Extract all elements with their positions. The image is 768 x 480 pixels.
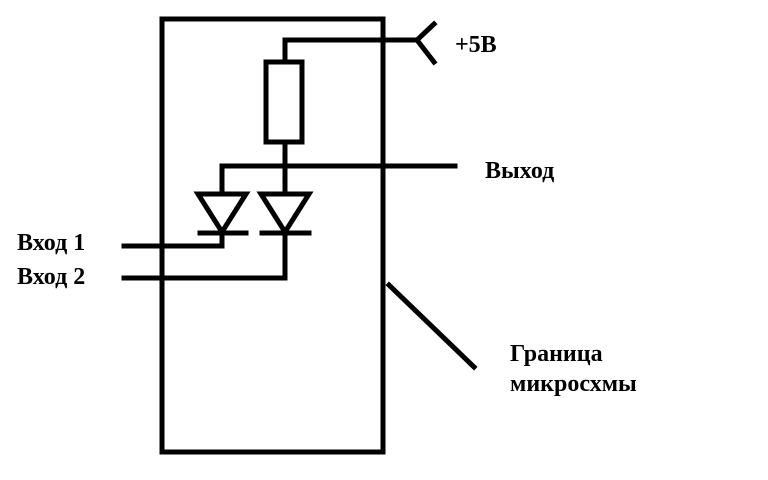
input-2-wire: [121, 230, 288, 281]
supply-label: +5В: [455, 32, 497, 58]
input-2-label: Вход 2: [17, 264, 85, 290]
input-1-label: Вход 1: [17, 230, 85, 256]
supply-wire: [282, 37, 420, 65]
boundary-label-line-2: микросхмы: [510, 371, 637, 397]
pull-up-resistor: [263, 59, 305, 145]
supply-terminal-arrow: [413, 20, 438, 66]
diode-1-triangle: [193, 191, 251, 237]
input-1-wire: [121, 230, 225, 249]
output-wire: [219, 163, 458, 197]
chip-boundary: [159, 16, 386, 455]
boundary-label-line-1: Граница: [510, 341, 603, 367]
boundary-pointer-line: [385, 281, 478, 371]
diode-2-triangle: [256, 191, 314, 237]
output-label: Выход: [485, 158, 554, 184]
